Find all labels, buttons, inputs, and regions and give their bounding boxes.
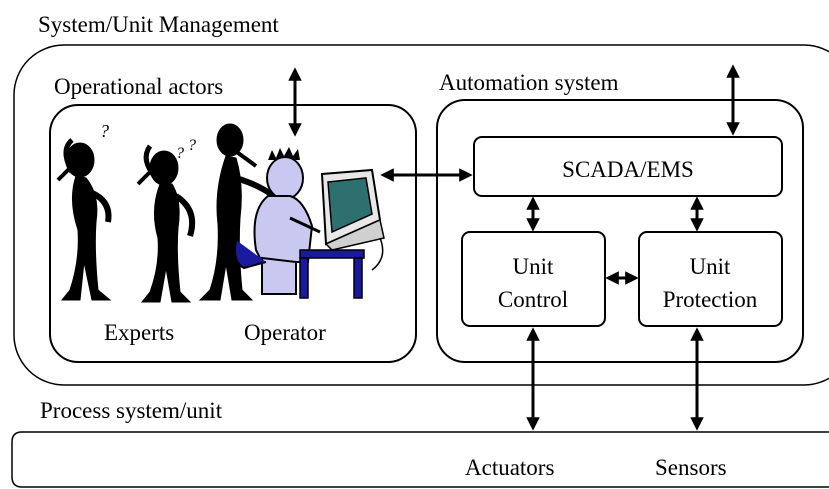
unit-control-label-line2: Control: [497, 287, 569, 312]
unit-control-box: [461, 231, 606, 327]
computer-monitor: [320, 168, 385, 271]
desk: [299, 249, 365, 299]
process-system-box: [11, 431, 829, 488]
question-mark-3: ?: [188, 137, 196, 154]
operational-actors-label: Operational actors: [54, 74, 224, 99]
scada-label: SCADA/EMS: [562, 157, 694, 182]
process-system-label: Process system/unit: [40, 398, 223, 423]
unit-protection-label-line1: Unit: [689, 254, 731, 279]
question-mark-2: ?: [176, 145, 184, 162]
actuators-label: Actuators: [465, 455, 555, 480]
scada-box: [473, 136, 783, 197]
operator-label: Operator: [244, 320, 326, 345]
sensors-label: Sensors: [655, 455, 727, 480]
unit-protection-box: [638, 231, 783, 327]
unit-control-label-line1: Unit: [512, 254, 554, 279]
automation-system-box: [436, 99, 804, 363]
management-label: System/Unit Management: [38, 12, 279, 37]
expert-figure-1: [56, 138, 112, 301]
operational-actors-box: [49, 104, 417, 363]
question-mark-1: ?: [100, 121, 109, 141]
experts-label: Experts: [104, 320, 175, 345]
management-box: [13, 44, 829, 386]
expert-figure-2: [136, 144, 196, 303]
operator-figure: [234, 147, 321, 295]
automation-system-label: Automation system: [439, 70, 619, 95]
unit-protection-label-line2: Protection: [662, 287, 758, 312]
